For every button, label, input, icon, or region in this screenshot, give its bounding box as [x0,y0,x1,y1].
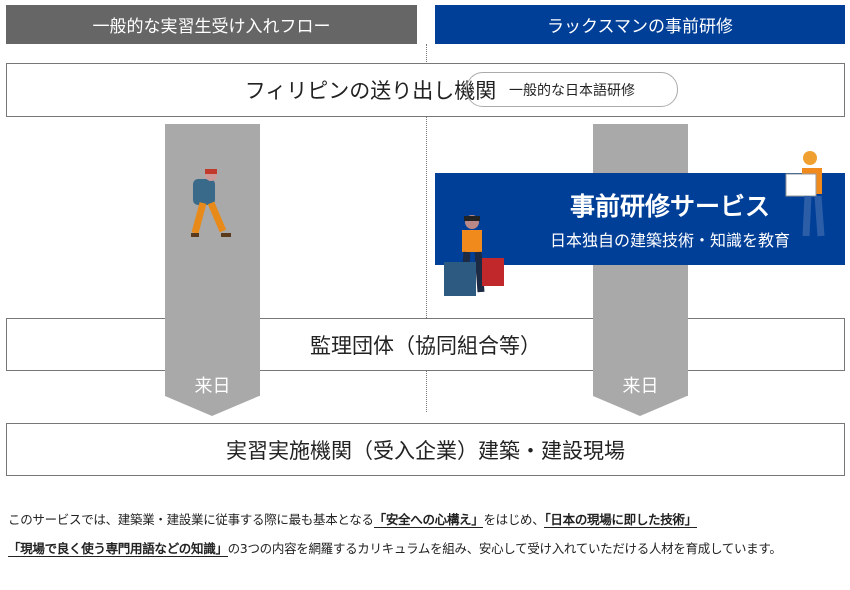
highlight-safety: 「安全への心構え」 [373,512,484,528]
divider [426,44,427,412]
supervising-org-label: 監理団体（協同組合等） [310,333,541,358]
host-company-box: 実習実施機関（受入企業）建築・建設現場 [6,423,845,476]
header-general-flow: 一般的な実習生受け入れフロー [6,5,417,44]
description-paragraph: このサービスでは、建築業・建設業に従事する際に最も基本となる「安全への心構え」を… [8,505,848,563]
service-title: 事前研修サービス [569,192,770,221]
pre-training-service-box: 事前研修サービス 日本独自の建築技術・知識を教育 [435,173,845,265]
arrival-label: 来日 [622,376,659,397]
service-subtitle: 日本独自の建築技術・知識を教育 [549,231,790,250]
engineer-with-blueprint-icon [785,151,825,237]
sending-org-label: フィリピンの送り出し機関 [244,79,497,103]
traveler-illustration-icon [191,169,231,237]
description-text: の3つの内容を網羅するカリキュラムを組み、安心して受け入れていただける人材を育成… [227,541,782,556]
description-text: をはじめ、 [483,512,545,527]
header-label: ラックスマンの事前研修 [547,17,733,37]
arrival-arrow-right: 来日 [593,124,688,416]
japanese-training-pill: 一般的な日本語研修 [466,72,678,107]
arrival-label: 来日 [194,376,231,397]
worker-with-luggage-icon [444,215,504,296]
highlight-technique: 「日本の現場に即した技術」 [544,512,697,528]
sending-organization-box: フィリピンの送り出し機関 一般的な日本語研修 [6,63,845,117]
description-text: このサービスでは、建築業・建設業に従事する際に最も基本となる [8,512,374,527]
highlight-terminology: 「現場で良く使う専門用語などの知識」 [8,541,228,557]
arrival-arrow-left: 来日 [165,124,260,416]
supervising-organization-box: 監理団体（協同組合等） [6,318,845,371]
host-org-label: 実習実施機関（受入企業）建築・建設現場 [226,438,625,463]
header-label: 一般的な実習生受け入れフロー [92,17,331,37]
header-laxman-training: ラックスマンの事前研修 [435,5,845,44]
